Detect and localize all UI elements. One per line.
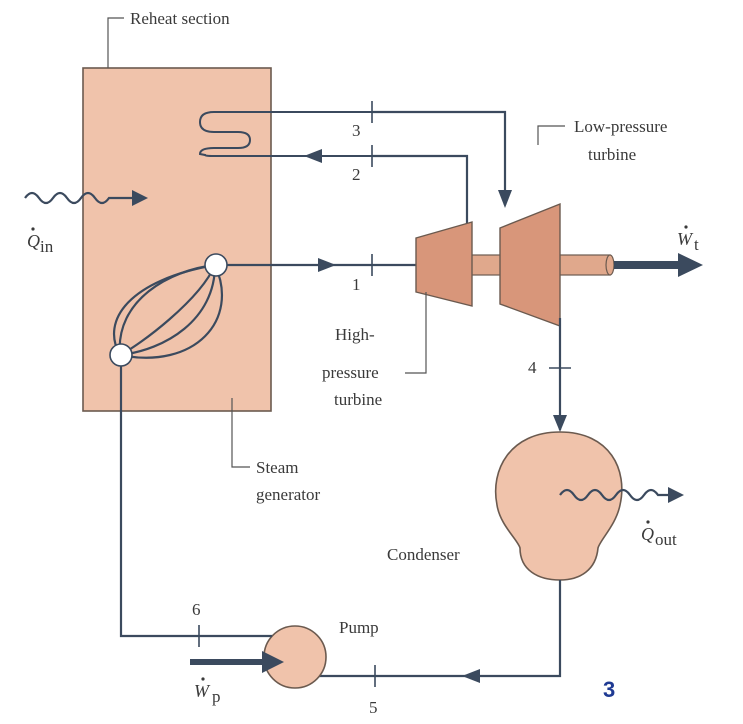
pipe-state-2 <box>372 154 469 240</box>
boiler-outlet-node <box>204 253 228 277</box>
heat-in-wave <box>24 191 138 205</box>
hp-turbine-label-2: pressure <box>322 363 379 382</box>
q-in-label: Q in <box>27 227 54 256</box>
pipe-3-arrow <box>498 190 512 208</box>
steam-generator-leader <box>231 398 250 468</box>
w-t-symbol: W <box>677 229 694 249</box>
low-pressure-turbine <box>499 202 561 328</box>
w-p-subscript: p <box>212 687 221 706</box>
condenser <box>494 431 623 581</box>
w-t-label: W t <box>677 225 699 254</box>
hp-turbine-label-1: High- <box>335 325 375 344</box>
q-out-symbol: Q <box>641 524 654 544</box>
w-p-symbol: W <box>194 681 211 701</box>
high-pressure-turbine <box>415 221 473 307</box>
lp-turbine-label-2: turbine <box>588 145 636 164</box>
heat-in-arrowhead <box>132 190 148 206</box>
steam-generator-label-2: generator <box>256 485 321 504</box>
state-4-label: 4 <box>528 358 537 377</box>
work-out-arrow <box>614 253 703 277</box>
pump-label: Pump <box>339 618 379 637</box>
q-out-subscript: out <box>655 530 677 549</box>
q-out-label: Q out <box>641 520 677 549</box>
w-p-label: W p <box>194 677 221 706</box>
boiler-coil <box>112 263 224 359</box>
q-in-symbol: Q <box>27 231 40 251</box>
state-6-label: 6 <box>192 600 201 619</box>
state-2-label: 2 <box>352 165 361 184</box>
state-3-label: 3 <box>352 121 361 140</box>
heat-out-arrowhead <box>668 487 684 503</box>
reheat-section-label: Reheat section <box>130 9 230 28</box>
reheat-leader <box>107 17 124 68</box>
hp-turbine-label-3: turbine <box>334 390 382 409</box>
state-5-label: 5 <box>369 698 378 717</box>
steam-generator-label-1: Steam <box>256 458 299 477</box>
q-in-subscript: in <box>40 237 54 256</box>
condenser-label: Condenser <box>387 545 460 564</box>
boiler-inlet-node <box>109 343 133 367</box>
heat-out-wave <box>559 488 672 502</box>
pump-work-arrow <box>190 651 284 673</box>
reheat-coil <box>198 111 372 157</box>
w-t-subscript: t <box>694 235 699 254</box>
shaft-end <box>605 254 615 276</box>
pipe-state-6 <box>119 366 272 638</box>
pipe-4-arrow <box>553 415 567 432</box>
lp-turbine-leader <box>537 125 565 145</box>
lp-turbine-label-1: Low-pressure <box>574 117 667 136</box>
pipe-state-3 <box>372 110 507 205</box>
hp-turbine-leader <box>405 292 427 374</box>
pipe-1-arrow <box>318 258 336 272</box>
pipe-5-arrow <box>462 669 480 683</box>
state-1-label: 1 <box>352 275 361 294</box>
pipe-2-arrow <box>304 149 322 163</box>
pipe-state-5 <box>300 580 562 678</box>
page-number: 3 <box>603 677 615 702</box>
